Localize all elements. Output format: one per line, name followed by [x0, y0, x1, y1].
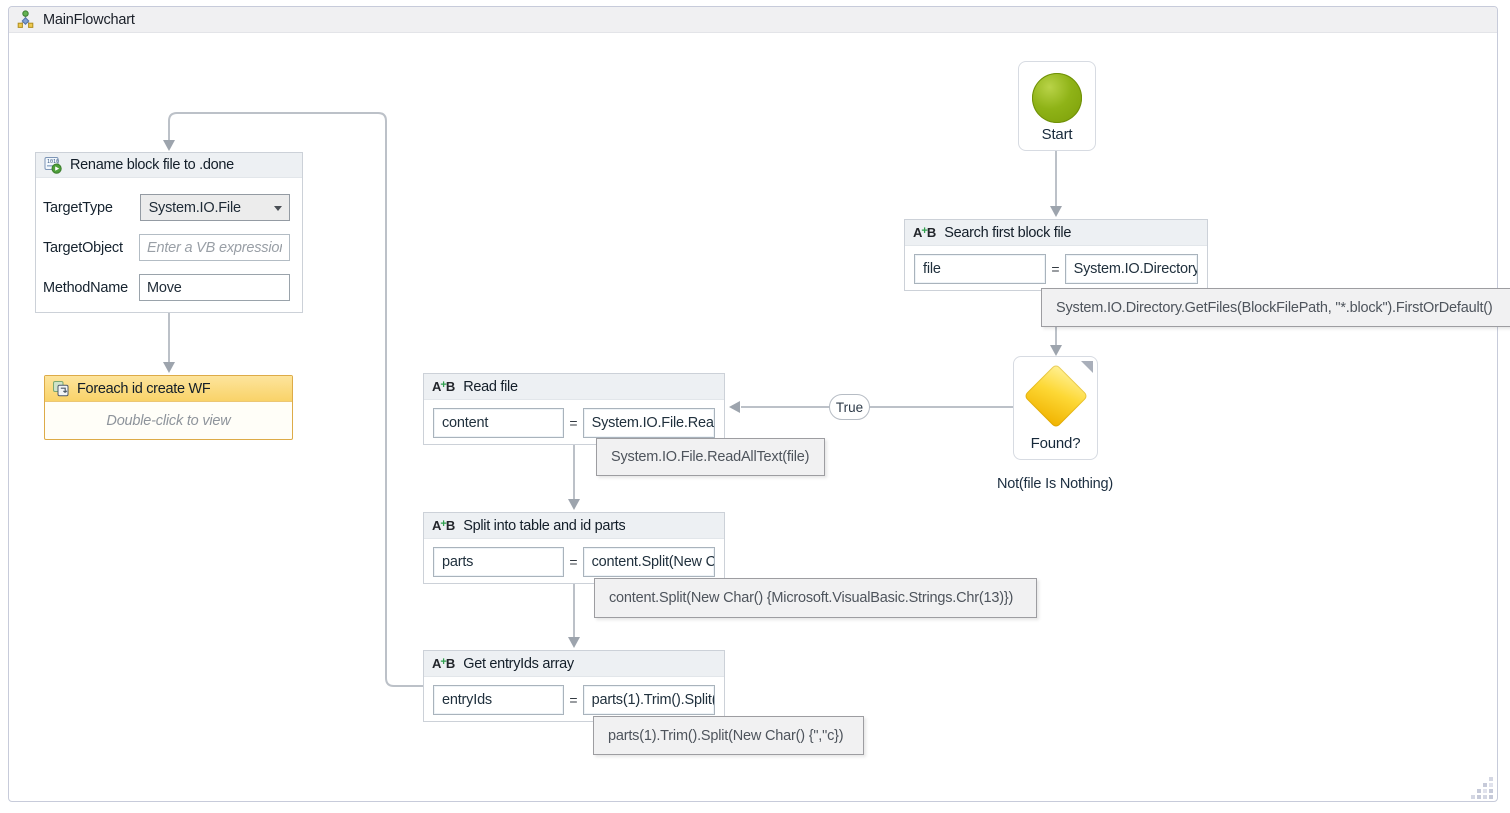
- field-label-targettype: TargetType: [43, 199, 113, 216]
- field-label-targetobject: TargetObject: [43, 239, 123, 256]
- assign-icon: A+B: [913, 224, 937, 240]
- assign-icon: A+B: [432, 378, 456, 394]
- flowchart-icon: [16, 10, 35, 29]
- start-label: Start: [1041, 126, 1073, 143]
- activity-header: A+B Get entryIds array: [424, 651, 724, 677]
- activity-header: 1010 Rename block file to .done: [36, 153, 302, 178]
- breadcrumb-root[interactable]: MainFlowchart: [43, 11, 135, 28]
- decision-condition: Not(file Is Nothing): [996, 476, 1114, 492]
- field-label-methodname: MethodName: [43, 279, 129, 296]
- true-branch-label: True: [829, 394, 870, 420]
- assign-to-field[interactable]: content: [433, 408, 565, 438]
- breadcrumb-bar: MainFlowchart: [9, 7, 1497, 33]
- assign-value-field[interactable]: System.IO.Directory.GetFiles(BlockFilePa…: [1064, 254, 1198, 284]
- collapsed-body-hint[interactable]: Double-click to view: [106, 413, 231, 429]
- activity-header: A+B Split into table and id parts: [424, 513, 724, 539]
- activity-header: A+B Read file: [424, 374, 724, 400]
- expression-tooltip-read: System.IO.File.ReadAllText(file): [596, 438, 825, 476]
- assign-icon: A+B: [432, 655, 456, 671]
- svg-text:1010: 1010: [47, 159, 59, 165]
- start-circle-icon: [1032, 73, 1082, 123]
- activity-title: Rename block file to .done: [70, 157, 234, 173]
- activity-title: Foreach id create WF: [77, 380, 211, 397]
- decision-label: Found?: [1030, 435, 1081, 452]
- expression-tooltip-search: System.IO.Directory.GetFiles(BlockFilePa…: [1041, 288, 1510, 327]
- activity-title: Split into table and id parts: [463, 517, 626, 534]
- activity-get-entryids[interactable]: A+B Get entryIds array entryIds = parts(…: [423, 650, 725, 722]
- decision-node-found[interactable]: Found?: [1013, 356, 1098, 460]
- assign-value-field[interactable]: System.IO.File.ReadAllText(file): [582, 408, 715, 438]
- equals-sign: =: [569, 554, 578, 570]
- activity-split-parts[interactable]: A+B Split into table and id parts parts …: [423, 512, 725, 584]
- assign-to-field[interactable]: file: [914, 254, 1047, 284]
- activity-read-file[interactable]: A+B Read file content = System.IO.File.R…: [423, 373, 725, 445]
- assign-to-field[interactable]: entryIds: [433, 685, 565, 715]
- targetobject-input[interactable]: [139, 234, 290, 261]
- activity-title: Get entryIds array: [463, 655, 574, 672]
- activity-header: Foreach id create WF: [45, 376, 292, 402]
- chevron-down-icon: [274, 206, 282, 211]
- targettype-dropdown[interactable]: System.IO.File: [139, 194, 290, 221]
- corner-fold-icon: [1081, 361, 1093, 373]
- targettype-value: System.IO.File: [148, 199, 241, 216]
- assign-value-field[interactable]: parts(1).Trim().Split(New Char() {","c}): [582, 685, 715, 715]
- assign-to-field[interactable]: parts: [433, 547, 565, 577]
- expression-tooltip-split: content.Split(New Char() {Microsoft.Visu…: [594, 578, 1037, 618]
- activity-rename-block-file[interactable]: 1010 Rename block file to .done TargetTy…: [35, 152, 303, 313]
- activity-title: Read file: [463, 378, 518, 395]
- activity-foreach-create-wf[interactable]: Foreach id create WF Double-click to vie…: [44, 375, 293, 440]
- equals-sign: =: [1051, 261, 1060, 277]
- methodname-input[interactable]: [139, 274, 290, 301]
- invoke-workflow-icon: [52, 380, 70, 398]
- activity-title: Search first block file: [944, 224, 1072, 241]
- equals-sign: =: [569, 415, 578, 431]
- activity-search-first-block-file[interactable]: A+B Search first block file file = Syste…: [904, 219, 1208, 291]
- resize-grip[interactable]: [1470, 776, 1496, 807]
- equals-sign: =: [569, 692, 578, 708]
- expression-tooltip-entryids: parts(1).Trim().Split(New Char() {","c}): [593, 716, 864, 755]
- assign-value-field[interactable]: content.Split(New Char() {Microsoft.Visu…: [582, 547, 715, 577]
- decision-diamond-icon: [1022, 363, 1089, 429]
- invoke-method-icon: 1010: [44, 156, 62, 174]
- start-node[interactable]: Start: [1018, 61, 1096, 151]
- assign-icon: A+B: [432, 517, 456, 533]
- activity-header: A+B Search first block file: [905, 220, 1207, 246]
